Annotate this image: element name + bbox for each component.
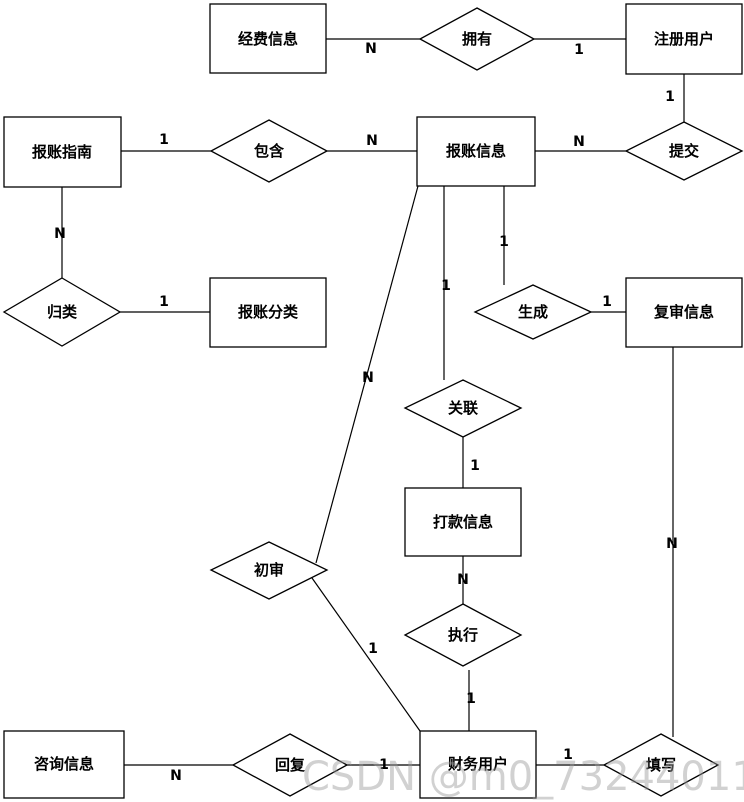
- card-generate-review: 1: [602, 294, 612, 310]
- connector-lines: [61, 38, 685, 766]
- entity-inquiry: 咨询信息: [3, 730, 125, 799]
- relation-own: 拥有: [418, 7, 536, 71]
- entity-registered-user: 注册用户: [625, 3, 743, 75]
- relation-reply-label: 回复: [275, 756, 306, 774]
- relation-submit-label: 提交: [669, 142, 699, 160]
- card-fill-review: N: [666, 536, 678, 552]
- entity-registered-user-label: 注册用户: [654, 30, 714, 48]
- entity-review: 复审信息: [625, 277, 743, 348]
- card-generate-reimb: 1: [499, 234, 509, 250]
- card-classify-category: 1: [159, 294, 169, 310]
- relation-classify-label: 归类: [47, 303, 78, 321]
- relation-generate-label: 生成: [518, 303, 548, 321]
- entity-inquiry-label: 咨询信息: [34, 755, 94, 773]
- edge-reimbursement-initial-review: [315, 185, 419, 564]
- relation-fill: 填写: [602, 733, 720, 797]
- card-initial-reimb: N: [362, 370, 374, 386]
- entity-funding: 经费信息: [209, 3, 327, 74]
- entity-payment-label: 打款信息: [433, 513, 493, 531]
- card-own-user: 1: [574, 42, 584, 58]
- entity-payment: 打款信息: [404, 487, 522, 557]
- relation-submit: 提交: [624, 121, 744, 181]
- relation-initial-review: 初审: [209, 541, 329, 600]
- card-submit-user: 1: [665, 89, 675, 105]
- card-execute-finance: 1: [466, 691, 476, 707]
- card-own-funding: N: [365, 41, 377, 57]
- relation-reply: 回复: [231, 733, 349, 797]
- entity-reimbursement: 报账信息: [416, 116, 536, 187]
- entity-guide-label: 报账指南: [32, 143, 92, 161]
- card-submit-reimb: N: [573, 134, 585, 150]
- cardinality-labels: N 1 1 N 1 N N 1 1 1 1 1 N 1 N 1 N 1 1 N: [54, 41, 678, 784]
- entity-finance-user: 财务用户: [419, 730, 537, 799]
- entity-category: 报账分类: [209, 277, 327, 348]
- relation-associate: 关联: [403, 379, 523, 438]
- card-fill-finance: 1: [563, 747, 573, 763]
- card-reply-inquiry: N: [170, 768, 182, 784]
- card-reply-finance: 1: [379, 757, 389, 773]
- entity-reimbursement-label: 报账信息: [446, 142, 506, 160]
- entity-category-label: 报账分类: [238, 303, 299, 321]
- relation-contain-label: 包含: [254, 142, 285, 160]
- relation-execute: 执行: [403, 603, 523, 667]
- card-execute-payment: N: [457, 572, 469, 588]
- entity-finance-user-label: 财务用户: [448, 755, 508, 773]
- relation-contain: 包含: [209, 119, 329, 183]
- card-classify-guide: N: [54, 226, 66, 242]
- relation-associate-label: 关联: [448, 399, 479, 417]
- entity-guide: 报账指南: [3, 116, 122, 188]
- entity-funding-label: 经费信息: [238, 30, 298, 48]
- watermark: CSDN @m0_73244011: [302, 754, 744, 800]
- relation-fill-label: 填写: [646, 756, 676, 774]
- relation-initial-review-label: 初审: [254, 561, 284, 579]
- card-associate-reimb: 1: [441, 278, 451, 294]
- entity-review-label: 复审信息: [653, 303, 714, 321]
- card-associate-payment: 1: [470, 458, 480, 474]
- relation-generate: 生成: [473, 284, 593, 340]
- card-contain-reimb: N: [366, 133, 378, 149]
- card-contain-guide: 1: [159, 132, 169, 148]
- relation-own-label: 拥有: [462, 30, 492, 48]
- relation-execute-label: 执行: [448, 626, 478, 644]
- edge-initial-review-finance-user: [311, 577, 421, 732]
- card-initial-finance: 1: [368, 641, 378, 657]
- relation-classify: 归类: [2, 277, 122, 347]
